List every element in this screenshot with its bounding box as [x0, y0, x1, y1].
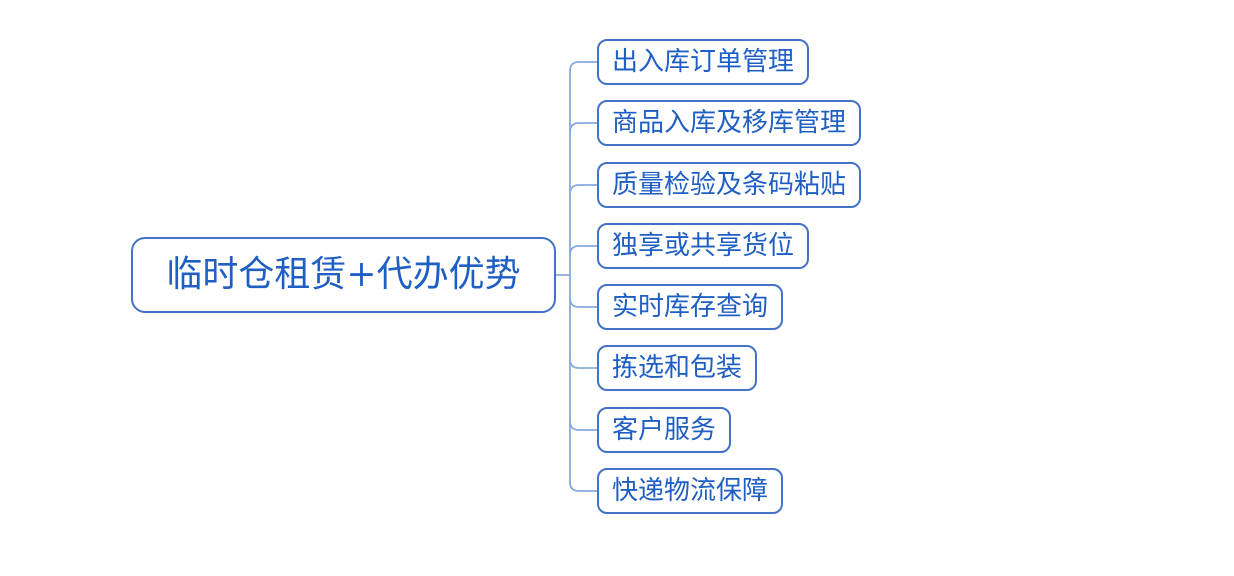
branch-line-5: [569, 297, 598, 308]
root-node[interactable]: 临时仓租赁+代办优势: [131, 237, 556, 313]
branch-node-customer-service[interactable]: 客户服务: [597, 407, 732, 453]
branch-line-8: [569, 481, 598, 492]
branch-node-picking-packing[interactable]: 拣选和包装: [597, 345, 758, 391]
branch-node-inbound-outbound-order[interactable]: 出入库订单管理: [597, 39, 810, 85]
branch-node-realtime-inventory[interactable]: 实时库存查询: [597, 284, 784, 330]
branch-line-4: [569, 245, 598, 256]
branch-node-exclusive-shared-slot[interactable]: 独享或共享货位: [597, 223, 810, 269]
branch-line-7: [569, 420, 598, 431]
branch-line-2: [569, 122, 598, 133]
branch-node-quality-barcode[interactable]: 质量检验及条码粘贴: [597, 162, 862, 208]
branch-line-3: [569, 184, 598, 195]
branch-line-6: [569, 358, 598, 369]
branch-line-1: [569, 61, 598, 72]
branch-node-warehousing-relocation[interactable]: 商品入库及移库管理: [597, 100, 862, 146]
branch-node-express-logistics[interactable]: 快递物流保障: [597, 468, 784, 514]
